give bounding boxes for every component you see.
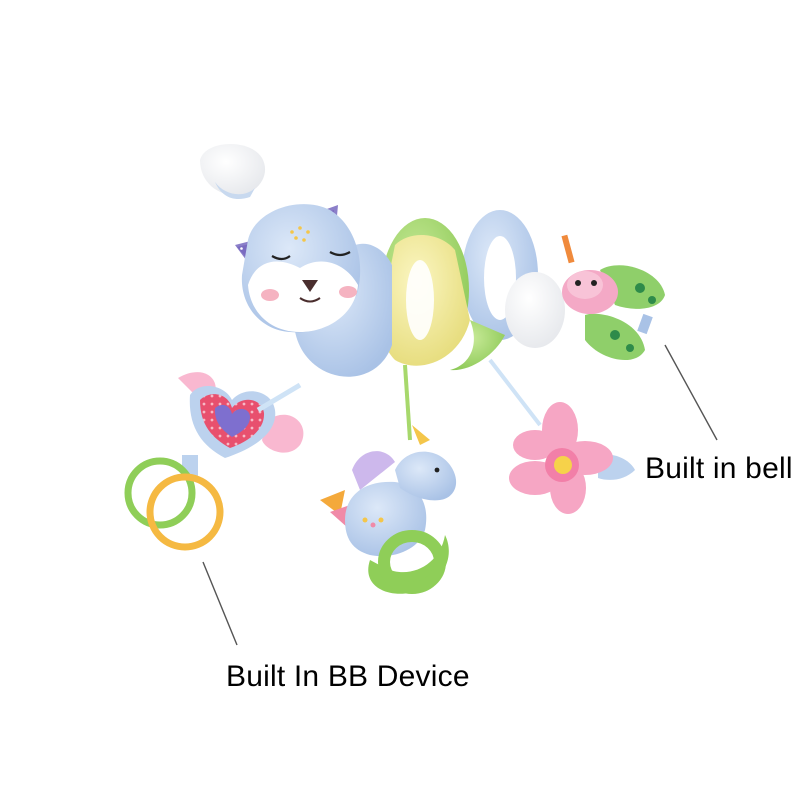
teething-rings [124, 457, 224, 551]
bb-device-leader-line [202, 561, 238, 646]
pink-flower [488, 358, 635, 514]
built-in-bell-label: Built in bell [645, 452, 793, 485]
unicorn-teether [320, 364, 457, 594]
fox-head [235, 204, 361, 333]
clip-tab [200, 143, 266, 200]
heart-rattle [178, 372, 304, 477]
bell-leader-line [664, 344, 718, 441]
butterfly [561, 234, 665, 361]
built-in-bb-device-label: Built In BB Device [226, 660, 470, 693]
